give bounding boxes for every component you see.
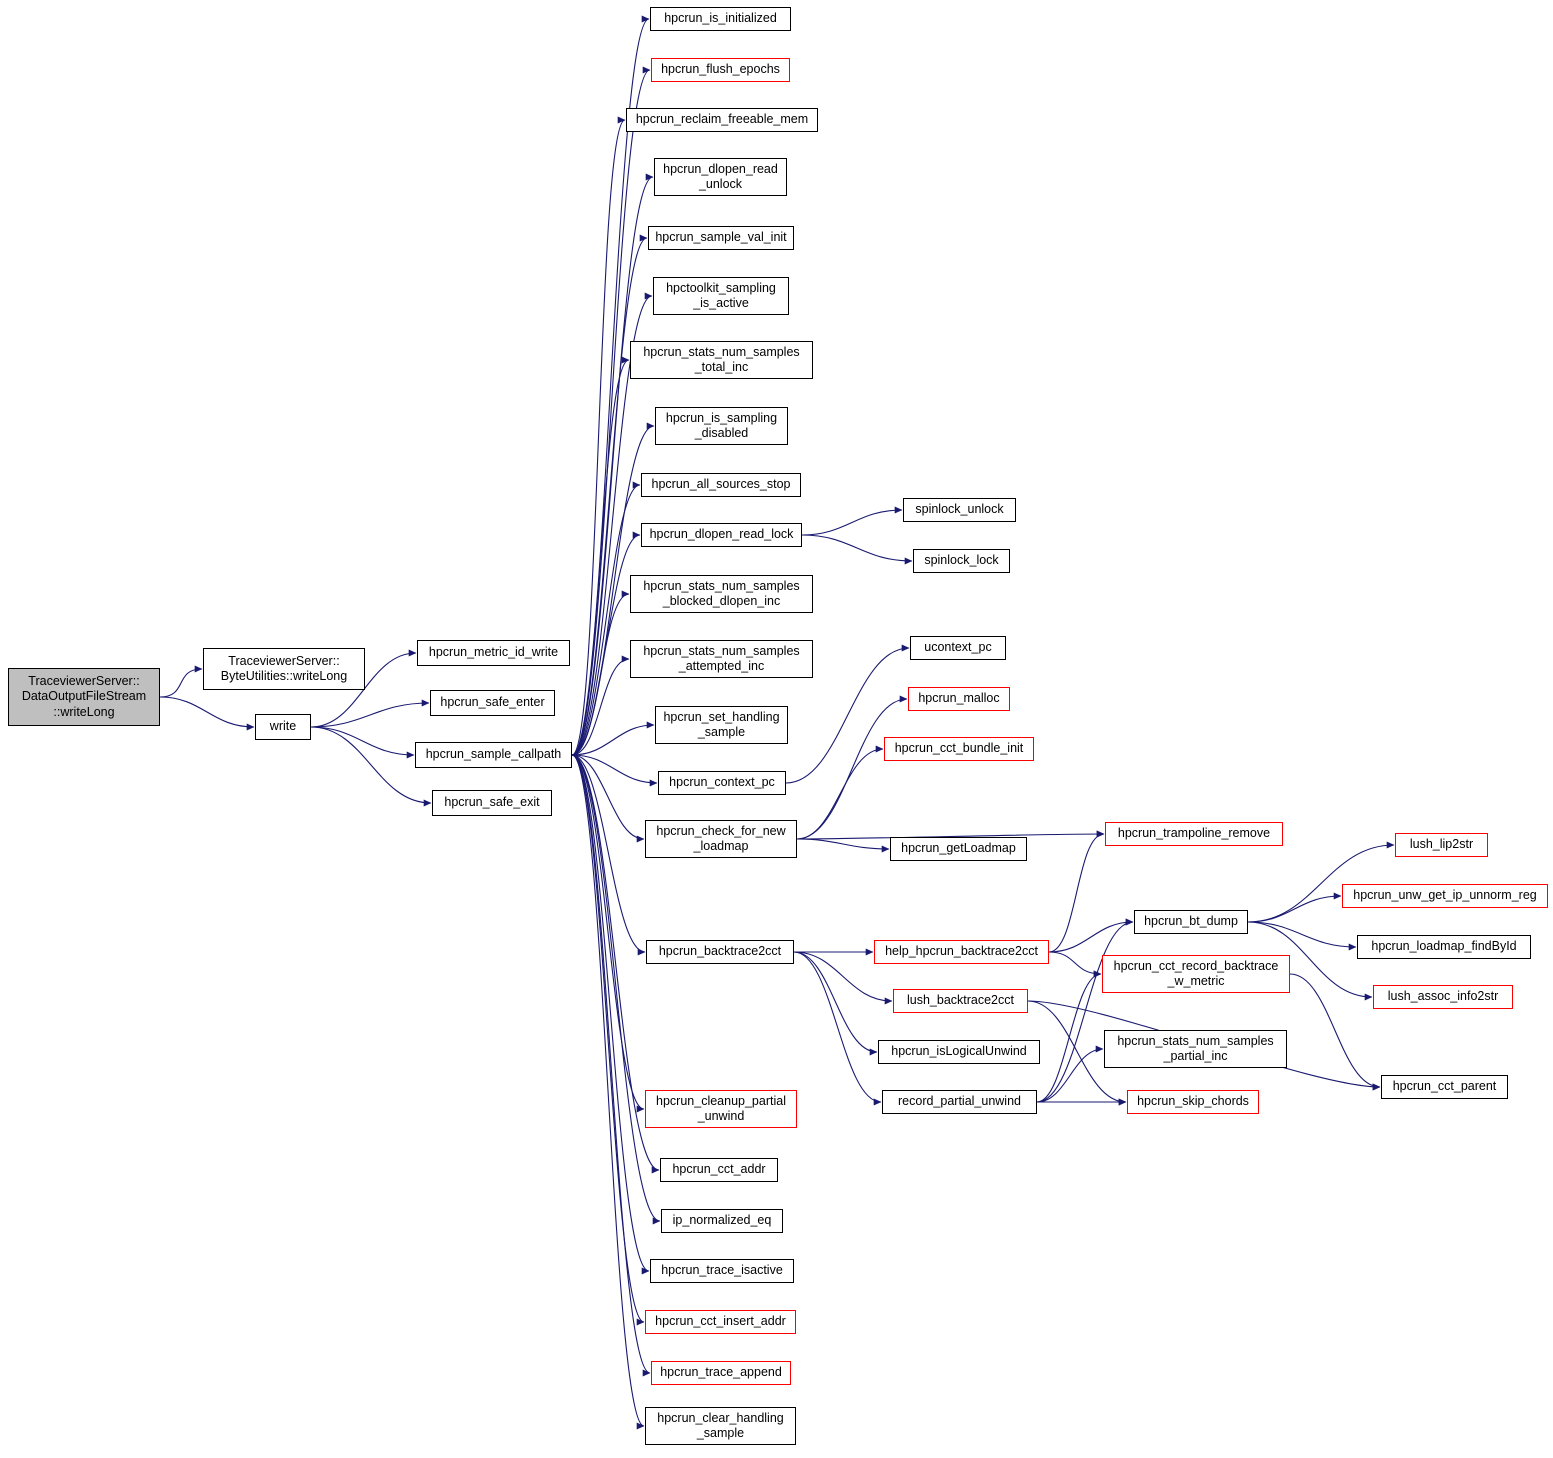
- edge-sample_callpath-to-backtrace2cct: [571, 754, 646, 956]
- graph-node-cct_record_backtrace_w_metric[interactable]: hpcrun_cct_record_backtrace _w_metric: [1102, 955, 1290, 993]
- graph-node-sample_val_init[interactable]: hpcrun_sample_val_init: [648, 226, 794, 250]
- graph-node-spinlock_unlock[interactable]: spinlock_unlock: [903, 498, 1016, 522]
- graph-node-bt_dump[interactable]: hpcrun_bt_dump: [1134, 910, 1248, 934]
- graph-node-write[interactable]: write: [255, 714, 311, 740]
- graph-node-malloc[interactable]: hpcrun_malloc: [908, 687, 1010, 711]
- edge-bt_dump-to-loadmap_findById: [1247, 921, 1357, 951]
- edge-record_partial_unwind-to-stats_partial_inc: [1036, 1045, 1104, 1103]
- graph-node-clear_handling_sample[interactable]: hpcrun_clear_handling _sample: [645, 1407, 796, 1445]
- graph-node-lush_backtrace2cct[interactable]: lush_backtrace2cct: [893, 989, 1028, 1013]
- edge-group: [159, 15, 1395, 1430]
- graph-node-lush_lip2str[interactable]: lush_lip2str: [1395, 833, 1488, 857]
- graph-node-getLoadmap[interactable]: hpcrun_getLoadmap: [890, 837, 1027, 861]
- graph-node-cct_insert_addr[interactable]: hpcrun_cct_insert_addr: [645, 1310, 796, 1334]
- edge-dlopen_read_lock-to-spinlock_unlock: [801, 506, 903, 536]
- graph-node-stats_blocked_dlopen_inc[interactable]: hpcrun_stats_num_samples _blocked_dlopen…: [630, 575, 813, 613]
- graph-node-stats_attempted_inc[interactable]: hpcrun_stats_num_samples _attempted_inc: [630, 640, 813, 678]
- edge-lush_backtrace2cct-to-skip_chords: [1027, 1000, 1127, 1106]
- edge-write-to-safe_enter: [310, 699, 430, 728]
- edge-bt_dump-to-unw_get_ip_unnorm_reg: [1247, 892, 1342, 923]
- graph-node-dlopen_read_lock[interactable]: hpcrun_dlopen_read_lock: [641, 523, 802, 547]
- graph-node-byteutilities_writelong[interactable]: TraceviewerServer:: ByteUtilities::write…: [203, 648, 365, 690]
- graph-node-lush_assoc_info2str[interactable]: lush_assoc_info2str: [1373, 985, 1513, 1009]
- graph-node-context_pc[interactable]: hpcrun_context_pc: [658, 771, 786, 795]
- edge-check_for_new_loadmap-to-malloc: [796, 695, 908, 840]
- edge-write-to-safe_exit: [310, 726, 432, 807]
- edge-sample_callpath-to-stats_total_inc: [571, 356, 630, 756]
- graph-node-cct_parent[interactable]: hpcrun_cct_parent: [1381, 1075, 1508, 1099]
- edge-record_partial_unwind-to-bt_dump: [1036, 918, 1134, 1103]
- graph-node-trace_append[interactable]: hpcrun_trace_append: [651, 1361, 791, 1385]
- edge-sample_callpath-to-reclaim_freeable_mem: [571, 116, 626, 756]
- edge-sample_callpath-to-sample_val_init: [571, 234, 648, 756]
- graph-node-record_partial_unwind[interactable]: record_partial_unwind: [882, 1090, 1037, 1114]
- edge-sample_callpath-to-stats_attempted_inc: [571, 655, 630, 756]
- graph-node-writeLong[interactable]: TraceviewerServer:: DataOutputFileStream…: [8, 668, 160, 726]
- edge-sample_callpath-to-trace_append: [571, 754, 651, 1377]
- graph-node-trace_isactive[interactable]: hpcrun_trace_isactive: [650, 1259, 794, 1283]
- graph-node-ucontext_pc[interactable]: ucontext_pc: [910, 636, 1006, 660]
- edge-writeLong-to-write: [159, 696, 255, 731]
- edge-sample_callpath-to-context_pc: [571, 754, 658, 787]
- edge-sample_callpath-to-trace_isactive: [571, 754, 650, 1275]
- edge-help_backtrace2cct-to-cct_record_backtrace_w_metric: [1048, 951, 1102, 978]
- edge-write-to-metric_id_write: [310, 649, 417, 728]
- graph-node-is_initialized[interactable]: hpcrun_is_initialized: [650, 7, 791, 31]
- graph-node-spinlock_lock[interactable]: spinlock_lock: [913, 549, 1010, 573]
- edge-bt_dump-to-lush_assoc_info2str: [1247, 921, 1373, 1001]
- graph-node-metric_id_write[interactable]: hpcrun_metric_id_write: [417, 640, 570, 666]
- graph-node-sampling_is_active[interactable]: hpctoolkit_sampling _is_active: [653, 277, 789, 315]
- edge-check_for_new_loadmap-to-trampoline_remove: [796, 830, 1105, 840]
- edge-cct_record_backtrace_w_metric-to-cct_parent: [1289, 973, 1381, 1091]
- graph-node-backtrace2cct[interactable]: hpcrun_backtrace2cct: [646, 940, 794, 964]
- edge-sample_callpath-to-ip_normalized_eq: [571, 754, 661, 1225]
- edge-backtrace2cct-to-record_partial_unwind: [793, 951, 882, 1106]
- graph-node-cleanup_partial_unwind[interactable]: hpcrun_cleanup_partial _unwind: [645, 1090, 797, 1128]
- edge-check_for_new_loadmap-to-cct_bundle_init: [796, 745, 884, 840]
- graph-node-help_backtrace2cct[interactable]: help_hpcrun_backtrace2cct: [874, 940, 1049, 964]
- graph-node-flush_epochs[interactable]: hpcrun_flush_epochs: [651, 58, 790, 82]
- graph-node-dlopen_read_unlock[interactable]: hpcrun_dlopen_read _unlock: [654, 158, 787, 196]
- graph-node-ip_normalized_eq[interactable]: ip_normalized_eq: [661, 1209, 783, 1233]
- edge-check_for_new_loadmap-to-getLoadmap: [796, 838, 890, 853]
- edge-record_partial_unwind-to-cct_record_backtrace_w_metric: [1036, 970, 1102, 1103]
- graph-node-trampoline_remove[interactable]: hpcrun_trampoline_remove: [1105, 822, 1283, 846]
- graph-node-cct_bundle_init[interactable]: hpcrun_cct_bundle_init: [884, 737, 1034, 761]
- graph-node-sample_callpath[interactable]: hpcrun_sample_callpath: [415, 742, 572, 768]
- edge-write-to-sample_callpath: [310, 726, 415, 759]
- graph-node-skip_chords[interactable]: hpcrun_skip_chords: [1127, 1090, 1259, 1114]
- edge-sample_callpath-to-cct_addr: [571, 754, 660, 1174]
- edge-sample_callpath-to-cleanup_partial_unwind: [571, 754, 645, 1113]
- graph-node-isLogicalUnwind[interactable]: hpcrun_isLogicalUnwind: [878, 1040, 1040, 1064]
- edge-sample_callpath-to-set_handling_sample: [571, 721, 655, 756]
- edge-sample_callpath-to-check_for_new_loadmap: [571, 754, 645, 843]
- edge-sample_callpath-to-is_initialized: [571, 15, 650, 756]
- edge-backtrace2cct-to-lush_backtrace2cct: [793, 951, 893, 1005]
- graph-node-loadmap_findById[interactable]: hpcrun_loadmap_findById: [1357, 935, 1531, 959]
- graph-node-stats_partial_inc[interactable]: hpcrun_stats_num_samples _partial_inc: [1104, 1030, 1287, 1068]
- graph-node-reclaim_freeable_mem[interactable]: hpcrun_reclaim_freeable_mem: [626, 108, 818, 132]
- graph-node-all_sources_stop[interactable]: hpcrun_all_sources_stop: [641, 473, 801, 497]
- edge-sample_callpath-to-stats_blocked_dlopen_inc: [571, 590, 630, 756]
- graph-node-cct_addr[interactable]: hpcrun_cct_addr: [660, 1158, 778, 1182]
- edge-help_backtrace2cct-to-trampoline_remove: [1048, 830, 1105, 953]
- edge-backtrace2cct-to-isLogicalUnwind: [793, 951, 878, 1056]
- edge-writeLong-to-byteutilities_writelong: [159, 665, 203, 698]
- edge-sample_callpath-to-sampling_is_active: [571, 292, 653, 756]
- graph-node-set_handling_sample[interactable]: hpcrun_set_handling _sample: [655, 706, 788, 744]
- graph-node-unw_get_ip_unnorm_reg[interactable]: hpcrun_unw_get_ip_unnorm_reg: [1342, 884, 1548, 908]
- edge-sample_callpath-to-clear_handling_sample: [571, 754, 645, 1430]
- edge-dlopen_read_lock-to-spinlock_lock: [801, 534, 913, 565]
- graph-node-safe_exit[interactable]: hpcrun_safe_exit: [432, 790, 552, 816]
- graph-node-check_for_new_loadmap[interactable]: hpcrun_check_for_new _loadmap: [645, 820, 797, 858]
- edge-context_pc-to-ucontext_pc: [785, 644, 910, 784]
- edge-sample_callpath-to-all_sources_stop: [571, 481, 641, 756]
- graph-node-safe_enter[interactable]: hpcrun_safe_enter: [430, 690, 555, 716]
- graph-node-is_sampling_disabled[interactable]: hpcrun_is_sampling _disabled: [655, 407, 788, 445]
- edge-sample_callpath-to-cct_insert_addr: [571, 754, 645, 1326]
- edge-help_backtrace2cct-to-bt_dump: [1048, 918, 1134, 953]
- graph-node-stats_total_inc[interactable]: hpcrun_stats_num_samples _total_inc: [630, 341, 813, 379]
